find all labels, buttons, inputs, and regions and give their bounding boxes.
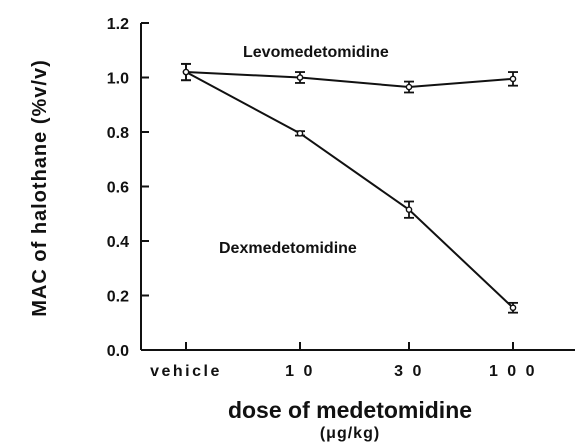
y-tick-label: 0.6: [107, 180, 129, 197]
y-tick-label: 1.0: [107, 71, 129, 88]
x-tick-label: vehicle: [150, 363, 222, 380]
data-point: [405, 83, 413, 91]
data-point: [509, 304, 517, 312]
series-label-dexmedetomidine: Dexmedetomidine: [219, 240, 357, 257]
y-tick-label: 0.4: [107, 234, 129, 251]
x-tick-label: 3 0: [394, 363, 424, 380]
y-tick-label: 0.2: [107, 289, 129, 306]
data-point: [405, 206, 413, 213]
y-tick-label: 1.2: [107, 16, 129, 33]
y-ticks: 0.0 0.2 0.4 0.6 0.8 1.0 1.2: [107, 16, 149, 360]
data-point: [296, 74, 304, 81]
series-label-levomedetomidine: Levomedetomidine: [243, 44, 389, 61]
y-axis-label: MAC of halothane (%v/v): [29, 59, 51, 316]
series-line-dexmedetomidine: [185, 71, 514, 309]
y-tick-label: 0.0: [107, 343, 129, 360]
data-point: [509, 75, 517, 83]
data-point: [182, 68, 190, 76]
y-tick-label: 0.8: [107, 125, 129, 142]
x-tick-label: 1 0: [285, 363, 315, 380]
x-tick-label: 1 0 0: [489, 363, 537, 380]
x-ticks: vehicle 1 0 3 0 1 0 0: [150, 342, 537, 380]
x-axis-unit: (μg/kg): [320, 425, 380, 442]
data-point: [296, 130, 304, 137]
series-line-levomedetomidine: [185, 71, 514, 89]
series-group: [181, 62, 518, 314]
x-axis-label: dose of medetomidine: [228, 397, 472, 423]
